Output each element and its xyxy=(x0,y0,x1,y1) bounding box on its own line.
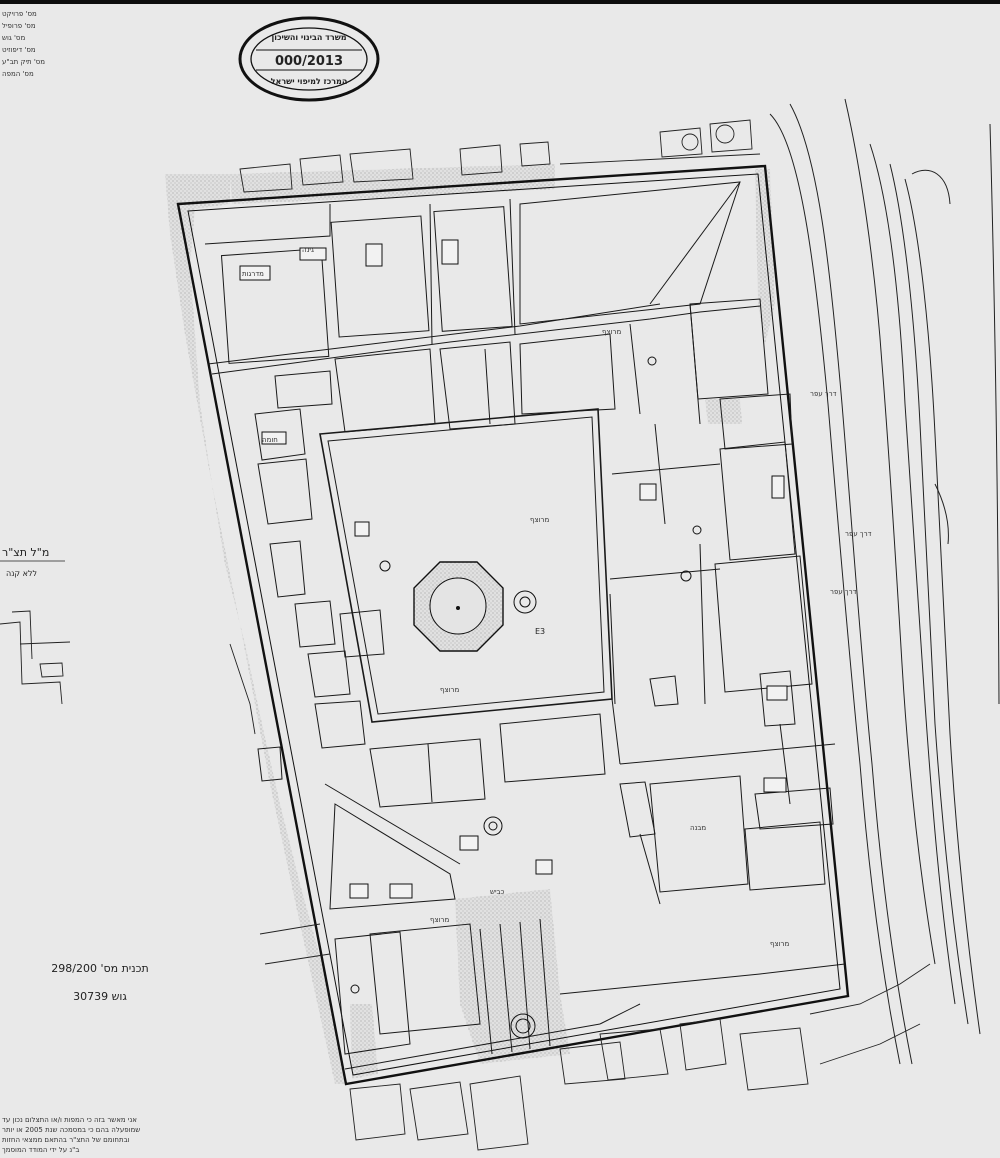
boundary-wall xyxy=(176,164,850,1086)
map-label-courtyard: מרוצף xyxy=(530,516,549,524)
map-label-stairs: מדרגות xyxy=(242,270,264,278)
disclaimer: אני מאשר בזה כי המפות ו/או התצלום נכון ע… xyxy=(2,1116,140,1154)
south-outskirts xyxy=(349,963,931,1151)
left-label: מ"ל תצ"ר ללא קנה xyxy=(0,546,65,578)
corner-list-item: מס' דיפוזיט xyxy=(2,46,36,54)
map-label-road: כביש xyxy=(490,888,505,896)
map-label-paved-north: מרוצף xyxy=(602,328,621,336)
disclaimer-line: ב"נ על ידי המודד המוסמך xyxy=(2,1146,79,1154)
corner-list-item: מס' המפה xyxy=(2,70,34,78)
map-label-dirt-road: דרך עפר xyxy=(830,588,857,596)
map-label-wall: חומה xyxy=(262,436,278,444)
approval-stamp: משרד הבינוי והשיכון 000/2013 המרכז למיפו… xyxy=(238,16,380,102)
map-label-dirt-road: דרך עפר xyxy=(845,530,872,538)
corner-list-item: מס' פרויקט xyxy=(2,10,37,18)
map-labels: מרוצף מרוצף מרוצף כביש דרך עפר דרך עפר ד… xyxy=(242,246,872,948)
disclaimer-line: שמופעלה בהם כי במסמכה שנת 2005 או יותר xyxy=(2,1126,140,1134)
corner-list-item: מס' תיק תב"ע xyxy=(2,58,45,66)
north-outskirts xyxy=(239,119,761,193)
map-sheet: משרד הבינוי והשיכון 000/2013 המרכז למיפו… xyxy=(0,4,1000,1158)
stamp-number: 000/2013 xyxy=(275,54,343,69)
map-label-park: גינה xyxy=(302,246,314,254)
corner-list-item: מס' גוש xyxy=(2,34,25,42)
west-outskirts xyxy=(0,610,331,965)
left-label-title: מ"ל תצ"ר xyxy=(2,546,49,559)
map-label-building: מבנה xyxy=(690,824,706,832)
corner-list-item: מס' פרופיל xyxy=(2,22,36,30)
site-plan-map: משרד הבינוי והשיכון 000/2013 המרכז למיפו… xyxy=(0,10,1000,1154)
stamp-top-text: משרד הבינוי והשיכון xyxy=(271,33,346,42)
map-label-plaza: מרוצף xyxy=(430,916,449,924)
map-label-courtyard-south: מרוצף xyxy=(440,686,459,694)
small-buildings xyxy=(239,239,788,899)
corner-list: מס' פרויקט מס' פרופיל מס' גוש מס' דיפוזי… xyxy=(2,10,45,78)
map-label-code: E3 xyxy=(535,627,545,636)
eastern-roads xyxy=(769,98,1000,1065)
left-label-subtitle: ללא קנה xyxy=(6,569,37,578)
site-structures xyxy=(204,181,846,1070)
plan-number: תכנית מס' 298/200 xyxy=(51,962,148,975)
map-label-dirt-road: דרך עפר xyxy=(810,390,837,398)
stamp-bottom-text: המרכז למיפוי ישראל xyxy=(271,77,348,86)
map-label-paved-south: מרוצף xyxy=(770,940,789,948)
disclaimer-line: אני מאשר בזה כי המפות ו/או התצלום נכון ע… xyxy=(2,1116,137,1124)
octagonal-monument xyxy=(350,356,702,1039)
disclaimer-line: ובתחומם של התצ"ר בהתאם ממצאי החזות xyxy=(2,1136,130,1144)
block-number: 30739 גוש xyxy=(73,990,127,1003)
